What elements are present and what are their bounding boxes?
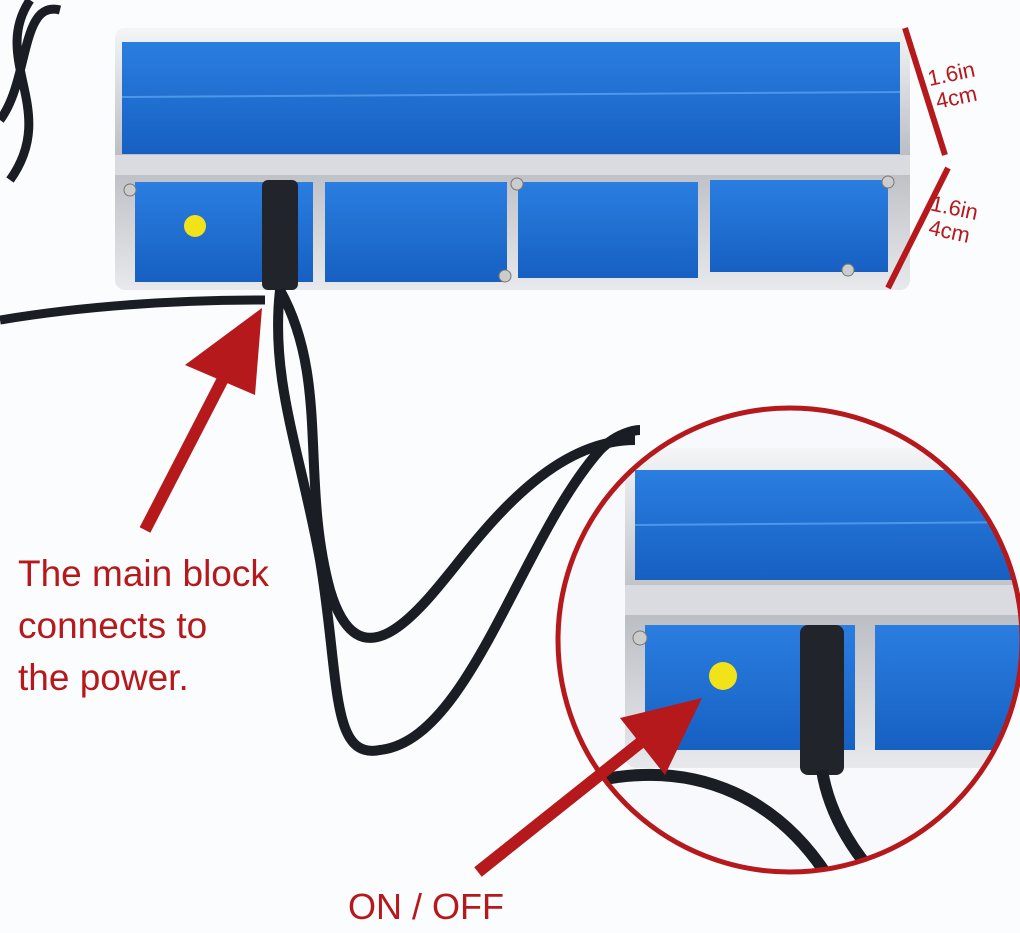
- led-indicator: [184, 215, 206, 237]
- arrow-to-connector: [139, 308, 262, 533]
- power-connector: [262, 180, 298, 290]
- dimension-label-top: 1.6in 4cm: [925, 57, 983, 115]
- caption-line: the power.: [18, 657, 189, 698]
- caption-line: connects to: [18, 605, 208, 646]
- power-cable: [0, 0, 266, 325]
- caption-line: The main block: [18, 553, 269, 594]
- main-block-caption: The main block connects to the power.: [18, 548, 269, 704]
- zoom-circle: [555, 405, 1020, 875]
- on-off-label: ON / OFF: [348, 886, 504, 927]
- arrow-to-switch: [474, 698, 702, 877]
- dimension-line-top: [902, 27, 948, 156]
- dimension-label-side: 1.6in 4cm: [924, 191, 981, 249]
- dimension-line-side: [885, 166, 951, 290]
- main-block: [115, 28, 910, 290]
